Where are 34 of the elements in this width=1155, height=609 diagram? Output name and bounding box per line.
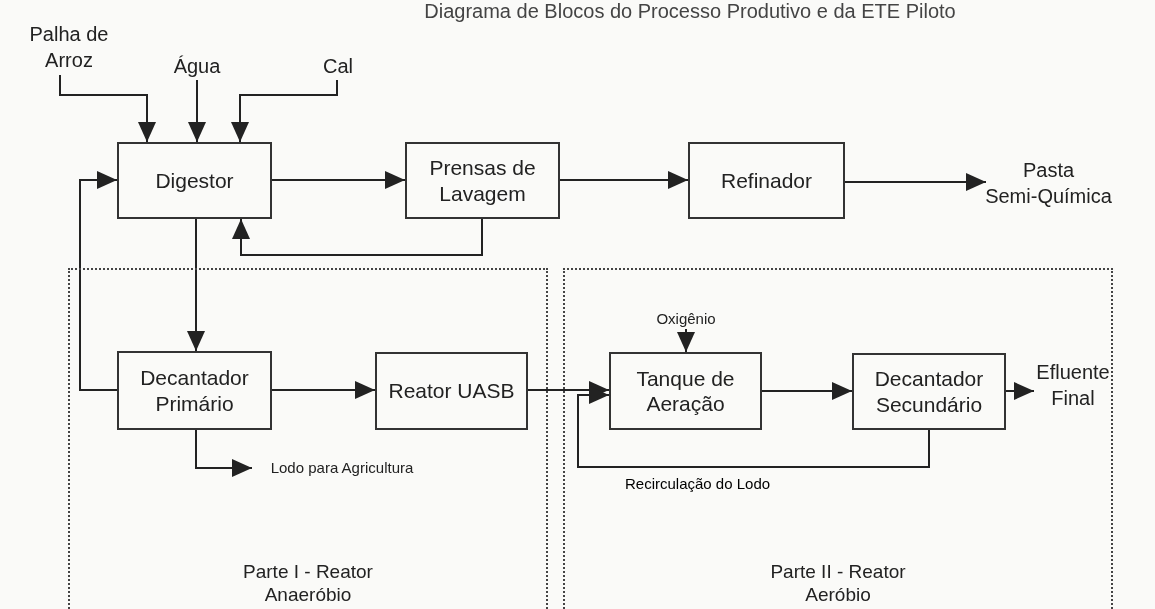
arrow — [677, 328, 695, 353]
arrow — [79, 171, 118, 391]
arrow — [271, 171, 406, 189]
arrow — [559, 171, 689, 189]
edge-label: Recirculação do Lodo — [625, 475, 771, 492]
flow-text: Efluente Final — [1034, 357, 1112, 413]
process-box: Prensas de Lavagem — [405, 142, 560, 219]
diagram-title: Diagrama de Blocos do Processo Produtivo e da ETE Piloto — [423, 0, 957, 23]
flow-text: Água — [172, 52, 222, 80]
arrow — [1005, 382, 1035, 400]
section-title: Parte II - Reator Aeróbio — [769, 559, 907, 607]
flow-text: Pasta Semi-Química — [986, 155, 1111, 211]
arrow — [844, 173, 987, 191]
flow-text: Lodo para Agricultura — [252, 456, 432, 478]
arrow — [232, 218, 483, 256]
flow-text: Cal — [320, 52, 356, 80]
process-box: Decantador Primário — [117, 351, 272, 430]
arrow — [761, 382, 853, 400]
section-title: Parte I - Reator Anaeróbio — [242, 559, 374, 607]
arrow — [271, 381, 376, 399]
process-box: Reator UASB — [375, 352, 528, 430]
arrow — [188, 79, 206, 143]
process-box: Digestor — [117, 142, 272, 219]
arrow — [59, 74, 156, 143]
process-box: Tanque de Aeração — [609, 352, 762, 430]
flow-text: Oxigênio — [648, 308, 724, 329]
flow-text: Palha de Arroz — [28, 18, 110, 75]
arrow — [187, 218, 205, 352]
section-panel — [68, 268, 548, 609]
section-panel — [563, 268, 1113, 609]
process-box: Decantador Secundário — [852, 353, 1006, 430]
arrow — [231, 79, 338, 143]
process-box: Refinador — [688, 142, 845, 219]
arrow — [195, 429, 253, 477]
